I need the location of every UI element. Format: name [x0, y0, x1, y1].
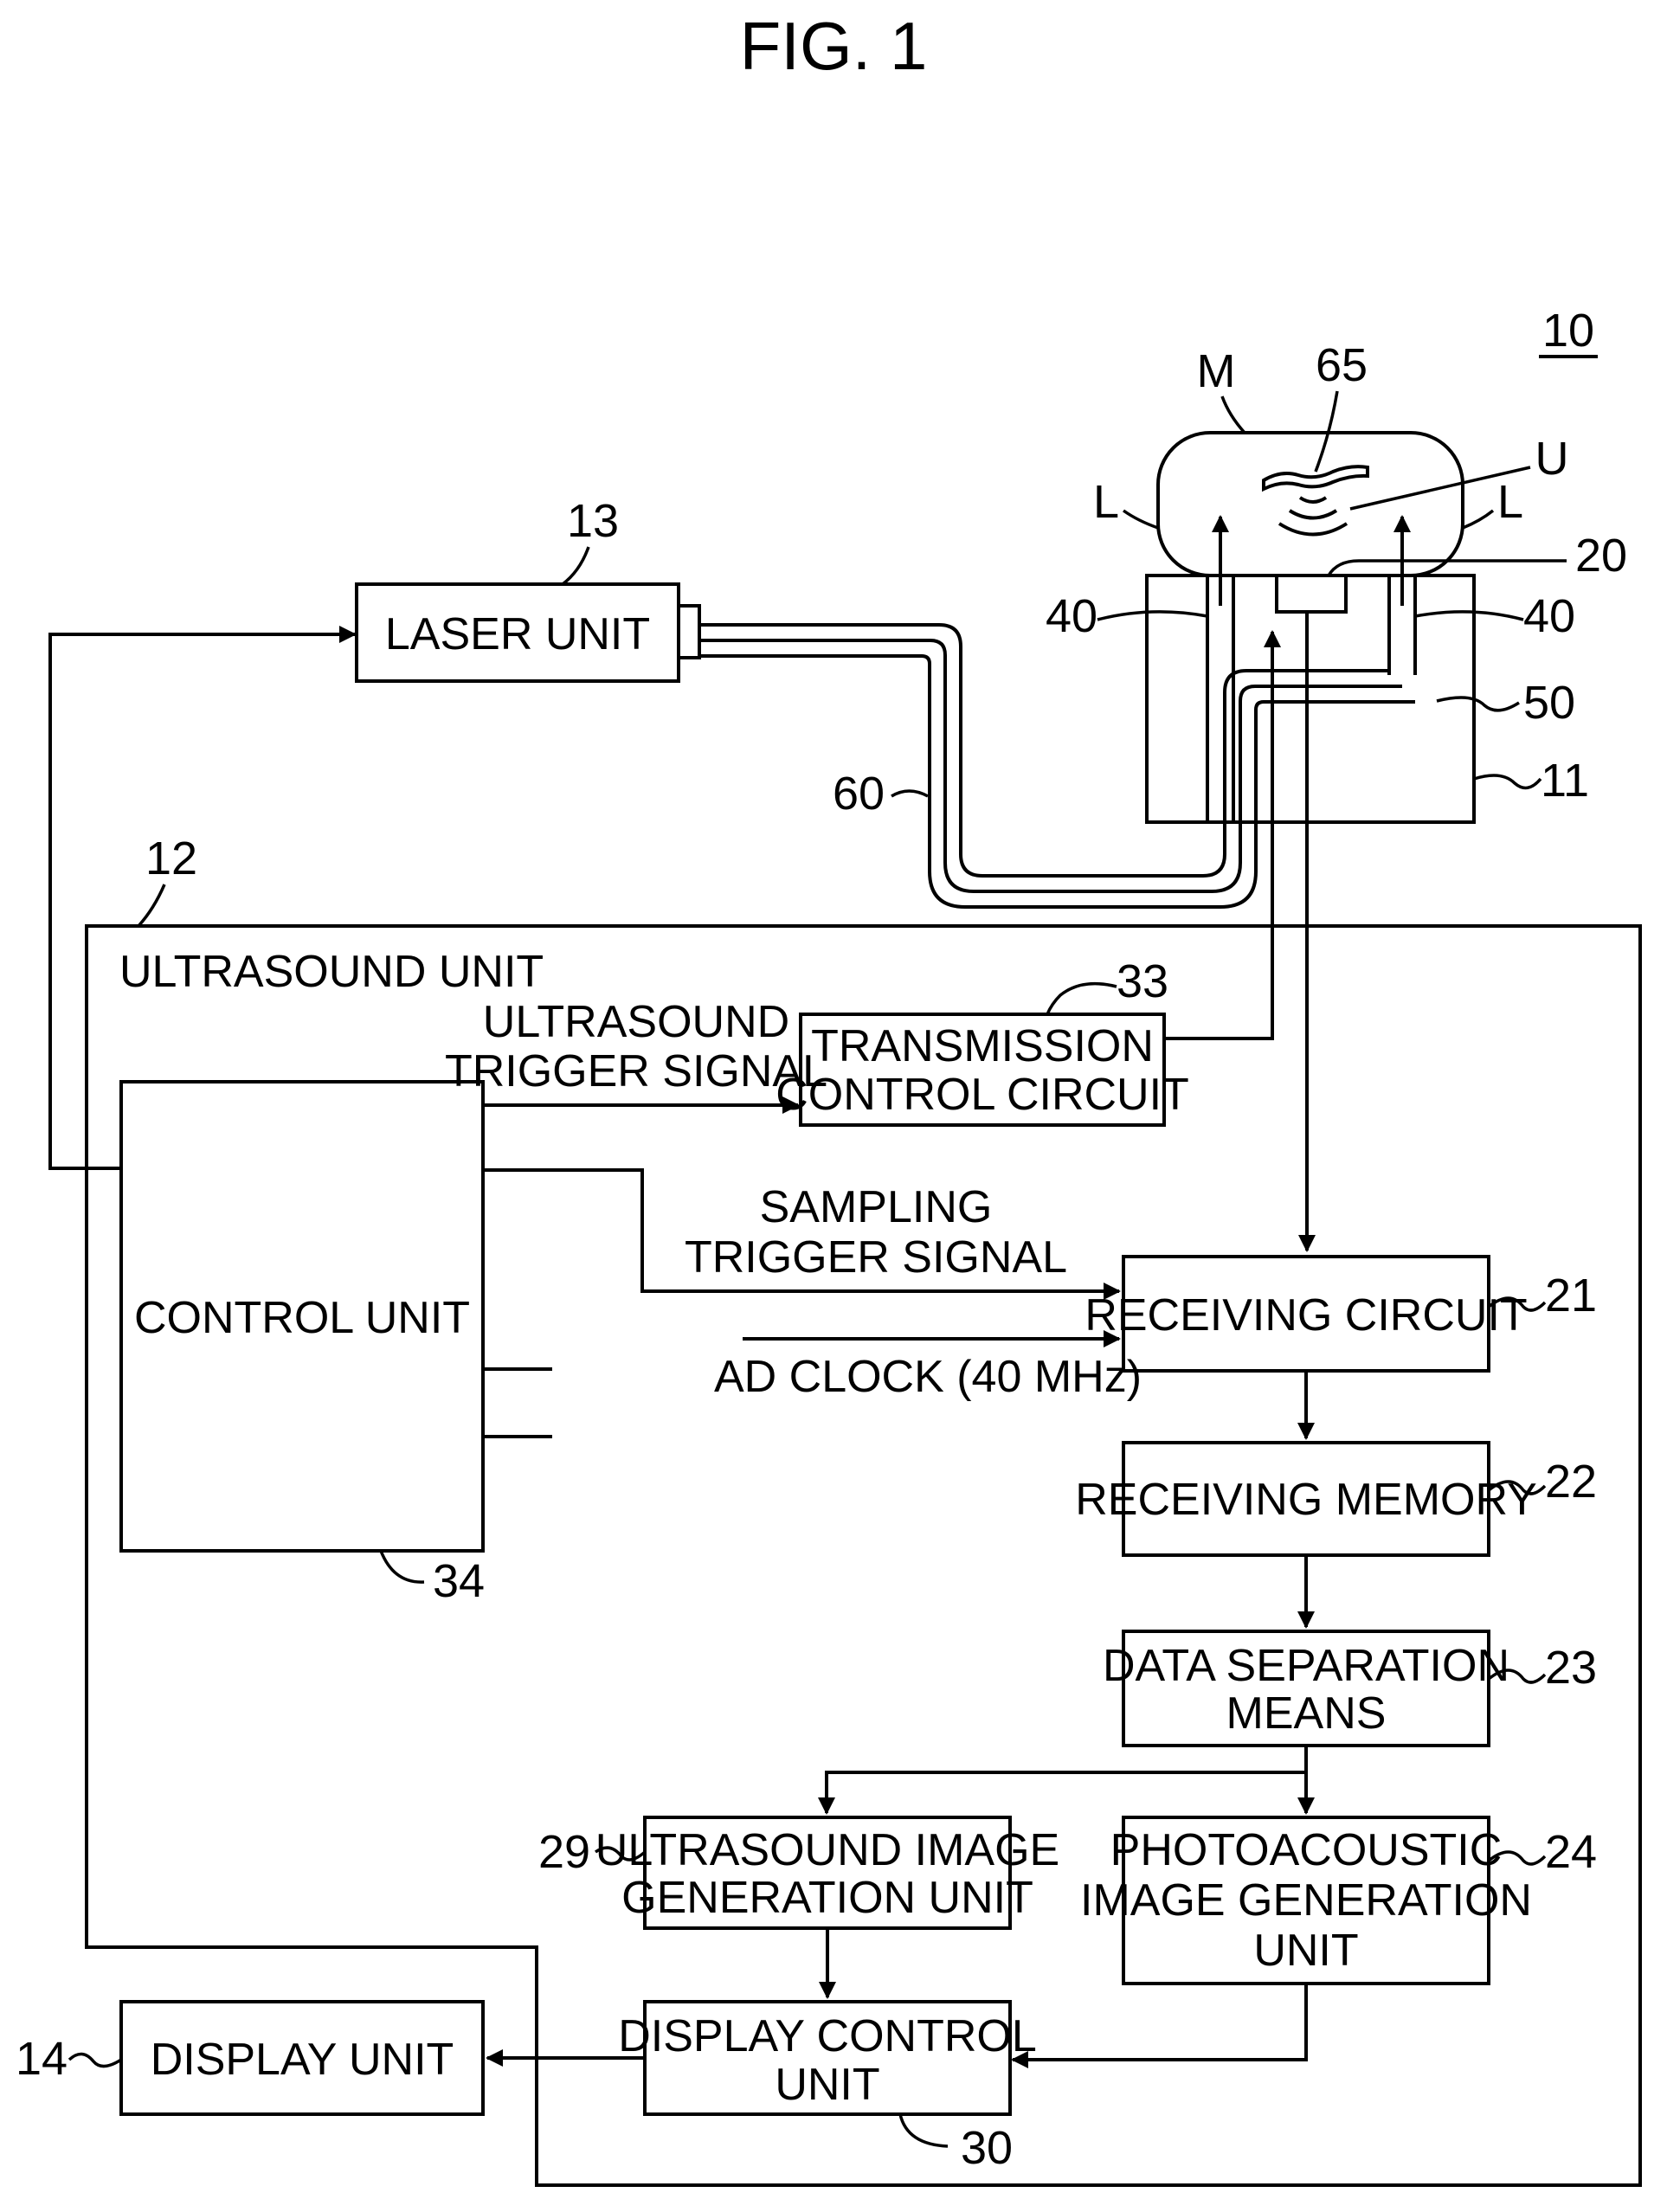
display-control-leader	[900, 2114, 948, 2146]
ultrasound-wave-arc	[1279, 524, 1347, 535]
light-ref-right: L	[1497, 476, 1523, 528]
laser-unit-ref: 13	[567, 495, 619, 547]
transducer-leader	[1329, 561, 1567, 576]
separation-to-us-image	[827, 1772, 1306, 1813]
ultrasound-wave-ref: U	[1535, 433, 1569, 485]
housing-ref: 50	[1523, 677, 1575, 729]
photoacoustic-image-gen-label-1: PHOTOACOUSTIC	[1110, 1825, 1503, 1875]
optical-fiber	[699, 640, 1402, 891]
laser-unit-label: LASER UNIT	[385, 609, 650, 659]
figure-title: FIG. 1	[740, 8, 928, 84]
receiving-circuit-label: RECEIVING CIRCUIT	[1085, 1290, 1527, 1341]
ultrasound-unit-ref: 12	[145, 833, 197, 884]
ultrasound-trigger-label-1: ULTRASOUND	[483, 997, 789, 1047]
light-leader-left	[1123, 511, 1158, 528]
pa-image-to-display-control	[1013, 1984, 1306, 2060]
photoacoustic-image-gen-ref: 24	[1545, 1826, 1597, 1878]
transducer-ref: 20	[1575, 530, 1627, 582]
ultrasound-unit-label: ULTRASOUND UNIT	[119, 947, 544, 997]
ad-clock-label: AD CLOCK (40 MHz)	[714, 1352, 1142, 1402]
fiber-ref: 60	[833, 768, 885, 820]
ultrasound-wave-arc	[1300, 498, 1326, 502]
ultrasound-image-gen-label-2: GENERATION UNIT	[621, 1873, 1033, 1923]
tx-control-to-transducer	[1164, 1030, 1272, 1038]
display-control-label-2: UNIT	[775, 2060, 879, 2110]
light-ref-left: L	[1093, 476, 1119, 528]
laser-trigger-line	[50, 634, 355, 1168]
data-separation-label-1: DATA SEPARATION	[1103, 1641, 1509, 1691]
light-guide-leader-right	[1415, 612, 1523, 620]
probe-ref: 11	[1541, 755, 1589, 807]
fiber-leader	[891, 791, 928, 796]
control-unit-leader	[381, 1551, 424, 1582]
absorber-ref: 65	[1316, 339, 1368, 391]
control-unit-ref: 34	[433, 1555, 485, 1607]
data-separation-ref: 23	[1545, 1642, 1597, 1694]
display-unit-label: DISPLAY UNIT	[151, 2035, 454, 2085]
laser-unit-leader	[563, 547, 589, 584]
receiving-circuit-ref: 21	[1545, 1270, 1597, 1321]
light-guide-leader-left	[1097, 612, 1207, 620]
receiving-memory-label: RECEIVING MEMORY	[1075, 1475, 1537, 1525]
subject-m	[1158, 433, 1463, 576]
display-control-ref: 30	[961, 2122, 1013, 2174]
photoacoustic-image-gen-label-3: UNIT	[1253, 1926, 1358, 1976]
display-unit-ref: 14	[16, 2033, 68, 2085]
data-separation-label-2: MEANS	[1226, 1688, 1387, 1739]
control-unit-label: CONTROL UNIT	[134, 1293, 470, 1343]
ultrasound-trigger-label-2: TRIGGER SIGNAL	[445, 1046, 827, 1096]
light-guide-ref-right: 40	[1523, 590, 1575, 642]
display-control-label-1: DISPLAY CONTROL	[618, 2011, 1037, 2061]
transmission-control-circuit-leader	[1047, 984, 1117, 1014]
housing-leader	[1437, 698, 1519, 711]
subject-m-leader	[1222, 396, 1245, 433]
probe-leader	[1474, 775, 1541, 788]
transmission-control-circuit-label-2: CONTROL CIRCUIT	[776, 1070, 1189, 1120]
system-ref-label: 10	[1542, 305, 1594, 357]
light-leader-right	[1463, 511, 1493, 528]
transducer	[1277, 576, 1346, 612]
laser-output-port	[679, 606, 699, 658]
subject-m-ref: M	[1197, 345, 1236, 397]
receiving-memory-ref: 22	[1545, 1456, 1597, 1508]
ultrasound-image-gen-label-1: ULTRASOUND IMAGE	[595, 1825, 1059, 1875]
display-unit-leader	[69, 2054, 121, 2066]
ultrasound-image-gen-ref: 29	[538, 1826, 590, 1878]
optical-fiber	[699, 625, 1389, 876]
ultrasound-wave-arc	[1290, 511, 1336, 518]
sampling-trigger-label-1: SAMPLING	[760, 1182, 993, 1232]
sampling-trigger-label-2: TRIGGER SIGNAL	[685, 1232, 1067, 1283]
transmission-control-circuit-ref: 33	[1117, 955, 1168, 1007]
light-guide-ref-left: 40	[1046, 590, 1097, 642]
transmission-control-circuit-label-1: TRANSMISSION	[811, 1021, 1154, 1071]
photoacoustic-image-gen-label-2: IMAGE GENERATION	[1080, 1875, 1532, 1926]
ultrasound-unit-leader	[138, 884, 164, 926]
